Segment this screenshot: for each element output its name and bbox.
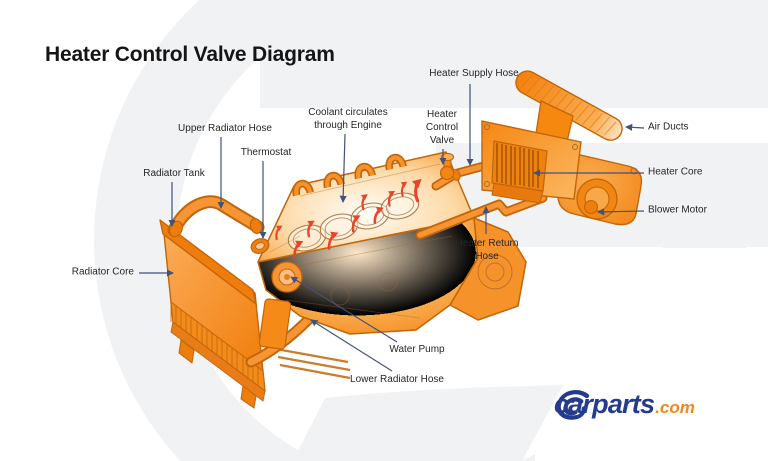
radiator-bottom-rail <box>170 321 266 402</box>
thermostat-illustration <box>250 238 270 254</box>
radiator-fins <box>170 302 259 387</box>
engine-bell-housing <box>449 217 527 321</box>
leader-line-group <box>139 84 645 372</box>
label-lower-radiator-hose: Lower Radiator Hose <box>350 374 444 385</box>
e-swirl-icon <box>556 390 590 420</box>
label-heater-return-hose: Heater Return Hose <box>455 238 519 262</box>
blower-motor-snout <box>576 178 618 220</box>
engine-mount-slats <box>275 347 351 380</box>
label-blower-motor: Blower Motor <box>648 204 707 216</box>
label-heater-control-valve: Heater Control Valve <box>425 109 459 146</box>
water-pump-illustration <box>258 261 303 350</box>
page-title: Heater Control Valve Diagram <box>45 43 335 66</box>
heater-core-illustration <box>481 120 582 204</box>
label-thermostat: Thermostat <box>240 147 292 158</box>
heater-core-fins <box>496 143 539 188</box>
engine-detail-lines <box>269 163 453 319</box>
logo-tld-text: .com <box>655 398 695 417</box>
label-radiator-core: Radiator Core <box>71 266 134 278</box>
logo-wordmark: carparts.com <box>554 389 695 420</box>
label-upper-radiator-hose: Upper Radiator Hose <box>178 123 272 134</box>
radiator-leg <box>178 339 195 364</box>
label-coolant-circulation: Coolant circulates through Engine <box>308 107 388 131</box>
heater-return-hose-illustration <box>415 193 548 240</box>
radiator-leg <box>240 385 257 409</box>
radiator-tank-rail <box>159 219 257 305</box>
label-heater-core: Heater Core <box>648 166 703 178</box>
carparts-logo: carparts.com <box>554 389 695 420</box>
label-water-pump: Water Pump <box>389 344 445 355</box>
label-heater-supply-hose: Heater Supply Hose <box>429 68 519 79</box>
label-air-ducts: Air Ducts <box>648 121 689 133</box>
label-radiator-tank: Radiator Tank <box>143 168 205 179</box>
radiator-illustration <box>159 219 266 409</box>
